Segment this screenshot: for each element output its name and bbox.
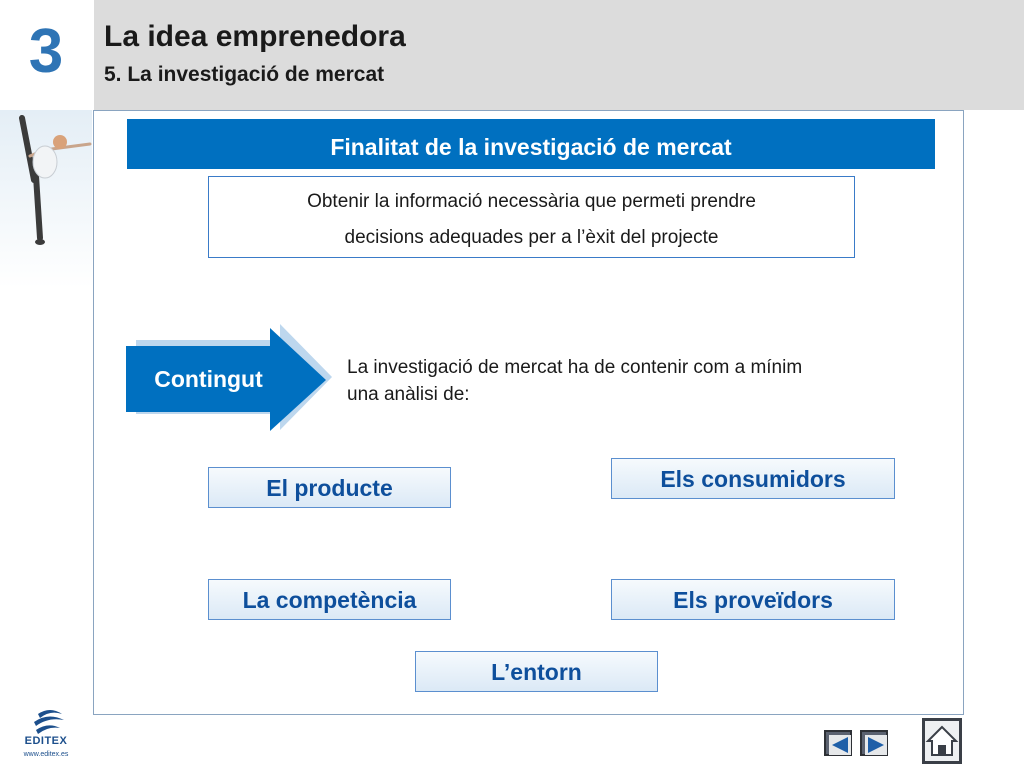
purpose-title: Finalitat de la investigació de mercat <box>127 119 935 169</box>
header-bar <box>94 0 1024 110</box>
editex-logo <box>10 708 82 763</box>
purpose-description: Obtenir la informació necessària que per… <box>208 176 855 258</box>
home-button[interactable] <box>922 718 962 764</box>
purpose-description-line-1: Obtenir la informació necessària que per… <box>307 191 756 212</box>
page-subtitle: 5. La investigació de mercat <box>104 63 385 86</box>
dancer-image <box>0 110 92 288</box>
chapter-number: 3 <box>28 17 64 86</box>
editex-logo-icon <box>34 710 64 734</box>
next-button[interactable] <box>860 730 888 756</box>
prev-icon <box>829 735 851 755</box>
topic-environment: L’entorn <box>415 651 658 692</box>
dancer-illustration <box>19 115 92 245</box>
next-icon <box>865 735 887 755</box>
purpose-description-line-2: decisions adequades per a l’èxit del pro… <box>344 227 719 248</box>
topic-product: El producte <box>208 467 451 508</box>
topic-consumers: Els consumidors <box>611 458 895 499</box>
content-description-line-2: una anàlisi de: <box>347 384 470 405</box>
content-description-line-1: La investigació de mercat ha de contenir… <box>347 357 803 378</box>
logo-url: www.editex.es <box>23 751 69 758</box>
logo-text: EDITEX <box>24 735 68 747</box>
topic-competition: La competència <box>208 579 451 620</box>
content-arrow-icon <box>122 320 337 435</box>
topic-suppliers: Els proveïdors <box>611 579 895 620</box>
page-title: La idea emprenedora <box>104 20 406 53</box>
content-label: Contingut <box>154 366 263 392</box>
chapter-box <box>0 0 92 110</box>
content-description: La investigació de mercat ha de contenir… <box>347 354 932 408</box>
prev-button[interactable] <box>824 730 852 756</box>
home-icon <box>925 725 959 756</box>
